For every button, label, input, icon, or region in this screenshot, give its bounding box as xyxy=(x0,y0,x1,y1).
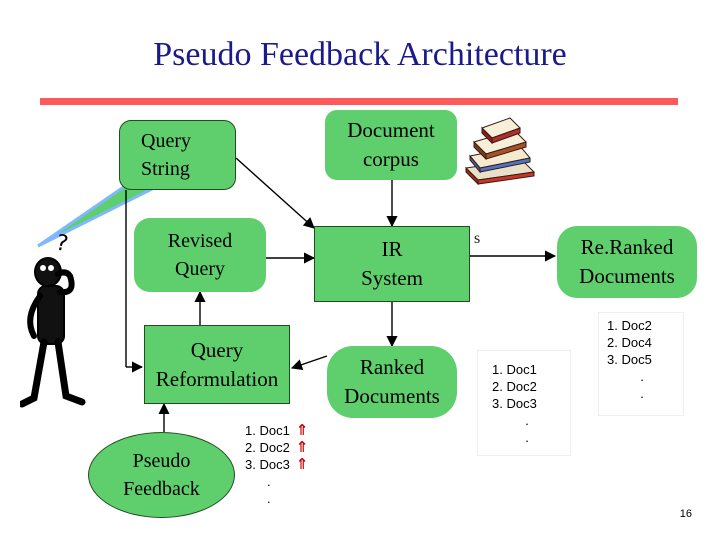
reranked-doc-row: 1. Doc2 xyxy=(607,318,652,333)
ranked-documents-label: Ranked Documents xyxy=(344,355,440,408)
ranked-doc-row: 1. Doc1 xyxy=(492,362,537,377)
reranked-doc-row: 3. Doc5 xyxy=(607,352,652,367)
wire-ranked-to-reformulation xyxy=(290,355,328,371)
slide-title: Pseudo Feedback Architecture xyxy=(153,36,567,73)
ranked-documents-box: Ranked Documents xyxy=(327,346,457,418)
ellipsis-dot: . xyxy=(640,386,644,401)
reranked-documents-label: Re.Ranked Documents xyxy=(579,235,675,288)
document-corpus-box: Document corpus xyxy=(325,110,457,180)
feedback-doc-row: 2. Doc2⇑ xyxy=(245,438,309,456)
ranked-doc-row: 3. Doc3 xyxy=(492,396,537,411)
svg-text:?: ? xyxy=(54,230,71,257)
ellipsis-dot: . xyxy=(525,413,529,428)
ir-system-box: IR System xyxy=(314,226,470,302)
title-underline xyxy=(40,98,678,105)
thinking-person-icon: ? xyxy=(20,230,86,408)
query-reformulation-label: Query Reformulation xyxy=(155,337,279,391)
query-string-label: Query String xyxy=(141,130,191,180)
up-arrow-icon: ⇑ xyxy=(295,455,309,473)
ir-system-partial-label: s xyxy=(474,230,481,247)
ellipsis-dot: . xyxy=(267,491,271,506)
ellipsis-dot: . xyxy=(267,474,271,489)
query-string-box: Query String xyxy=(119,120,236,190)
feedback-doc-row: 1. Doc1⇑ xyxy=(245,421,309,439)
reranked-doc-list: 1. Doc2 2. Doc4 3. Doc5 . . xyxy=(598,312,684,416)
ellipsis-dot: . xyxy=(640,369,644,384)
feedback-doc-list: 1. Doc1⇑ 2. Doc2⇑ 3. Doc3⇑ . . xyxy=(237,418,323,520)
pseudo-feedback-label: Pseudo Feedback xyxy=(123,450,200,500)
up-arrow-icon: ⇑ xyxy=(295,438,309,456)
ranked-doc-row: 2. Doc2 xyxy=(492,379,537,394)
revised-query-label: Revised Query xyxy=(167,230,233,280)
up-arrow-icon: ⇑ xyxy=(295,421,309,439)
document-corpus-label: Document corpus xyxy=(347,118,435,171)
pseudo-feedback-box: Pseudo Feedback xyxy=(88,432,235,518)
revised-query-box: Revised Query xyxy=(134,218,266,292)
ir-system-label: IR System xyxy=(361,237,423,290)
reranked-documents-box: Re.Ranked Documents xyxy=(557,226,697,298)
query-reformulation-box: Query Reformulation xyxy=(144,325,290,404)
ranked-doc-list: 1. Doc1 2. Doc2 3. Doc3 . . xyxy=(477,350,571,456)
wire-query-to-corpus xyxy=(235,157,315,229)
books-icon xyxy=(464,117,536,186)
ellipsis-dot: . xyxy=(525,430,529,445)
feedback-doc-row: 3. Doc3⇑ xyxy=(245,455,309,473)
reranked-doc-row: 2. Doc4 xyxy=(607,335,652,350)
page-number: 16 xyxy=(679,508,692,520)
